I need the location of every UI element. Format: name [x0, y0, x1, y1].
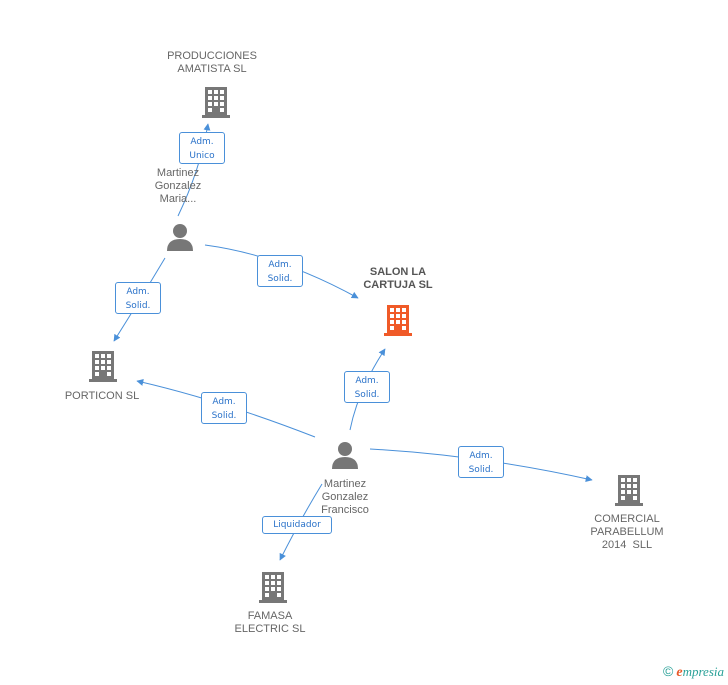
edge-badge-line: Adm.: [126, 287, 150, 297]
building-icon[interactable]: [257, 570, 289, 604]
node-label-salon[interactable]: SALON LA CARTUJA SL: [345, 266, 451, 292]
node-label-line: ELECTRIC SL: [234, 623, 306, 635]
node-label-line: Gonzalez: [154, 180, 202, 192]
brand-logo-e: e: [676, 665, 683, 680]
edge-badge-maria-porticon[interactable]: Adm. Solid.: [115, 282, 161, 314]
edge-badge-line: Unico: [189, 151, 215, 161]
building-icon[interactable]: [613, 473, 645, 507]
edge-badge-line: Adm.: [212, 397, 236, 407]
node-label-line: Francisco: [321, 504, 369, 516]
node-label-francisco[interactable]: Martinez Gonzalez Francisco: [295, 478, 395, 517]
node-label-producciones[interactable]: PRODUCCIONES AMATISTA SL: [150, 50, 274, 76]
edge-badge-line: Solid.: [267, 274, 293, 284]
copyright-symbol: ©: [662, 663, 674, 679]
edge-badge-maria-salon[interactable]: Adm. Solid.: [257, 255, 303, 287]
node-label-line: Martinez: [323, 478, 367, 490]
building-icon[interactable]: [200, 85, 232, 119]
edge-badge-francisco-salon[interactable]: Adm. Solid.: [344, 371, 390, 403]
person-icon[interactable]: [165, 222, 195, 252]
node-label-famasa[interactable]: FAMASA ELECTRIC SL: [220, 610, 320, 636]
node-label-line: Maria...: [159, 193, 197, 205]
edge-badge-francisco-comercial[interactable]: Adm. Solid.: [458, 446, 504, 478]
edge-badge-line: Solid.: [211, 411, 237, 421]
node-label-line: 2014 SLL: [601, 539, 653, 551]
edge-badge-line: Adm.: [268, 260, 292, 270]
node-label-line: PARABELLUM: [590, 526, 664, 538]
edge-badge-francisco-porticon[interactable]: Adm. Solid.: [201, 392, 247, 424]
node-label-line: Martinez: [156, 167, 200, 179]
edge-badge-francisco-famasa[interactable]: Liquidador: [262, 516, 332, 534]
edge-badge-line: Adm.: [190, 137, 214, 147]
node-label-line: CARTUJA SL: [363, 279, 433, 291]
footer-brand[interactable]: © empresia: [663, 663, 724, 681]
node-label-line: AMATISTA SL: [177, 63, 247, 75]
edge-badge-maria-producciones[interactable]: Adm. Unico: [179, 132, 225, 164]
node-label-comercial[interactable]: COMERCIAL PARABELLUM 2014 SLL: [577, 513, 677, 552]
edge-badge-line: Solid.: [125, 301, 151, 311]
node-label-porticon[interactable]: PORTICON SL: [52, 390, 152, 403]
node-label-line: Gonzalez: [321, 491, 369, 503]
edge-badge-line: Adm.: [469, 451, 493, 461]
edge-badge-line: Liquidador: [273, 520, 321, 530]
node-label-line: PRODUCCIONES: [167, 50, 257, 62]
node-label-line: COMERCIAL: [594, 513, 660, 525]
building-icon-focus[interactable]: [382, 303, 414, 337]
node-label-line: SALON LA: [369, 266, 427, 278]
edge-badge-line: Solid.: [468, 465, 494, 475]
person-icon[interactable]: [330, 440, 360, 470]
edge-badge-line: Solid.: [354, 390, 380, 400]
node-label-line: PORTICON SL: [64, 390, 140, 402]
building-icon[interactable]: [87, 349, 119, 383]
node-label-line: FAMASA: [247, 610, 293, 622]
node-label-maria[interactable]: Martinez Gonzalez Maria...: [130, 167, 226, 206]
brand-name: mpresia: [682, 664, 724, 679]
edge-badge-line: Adm.: [355, 376, 379, 386]
